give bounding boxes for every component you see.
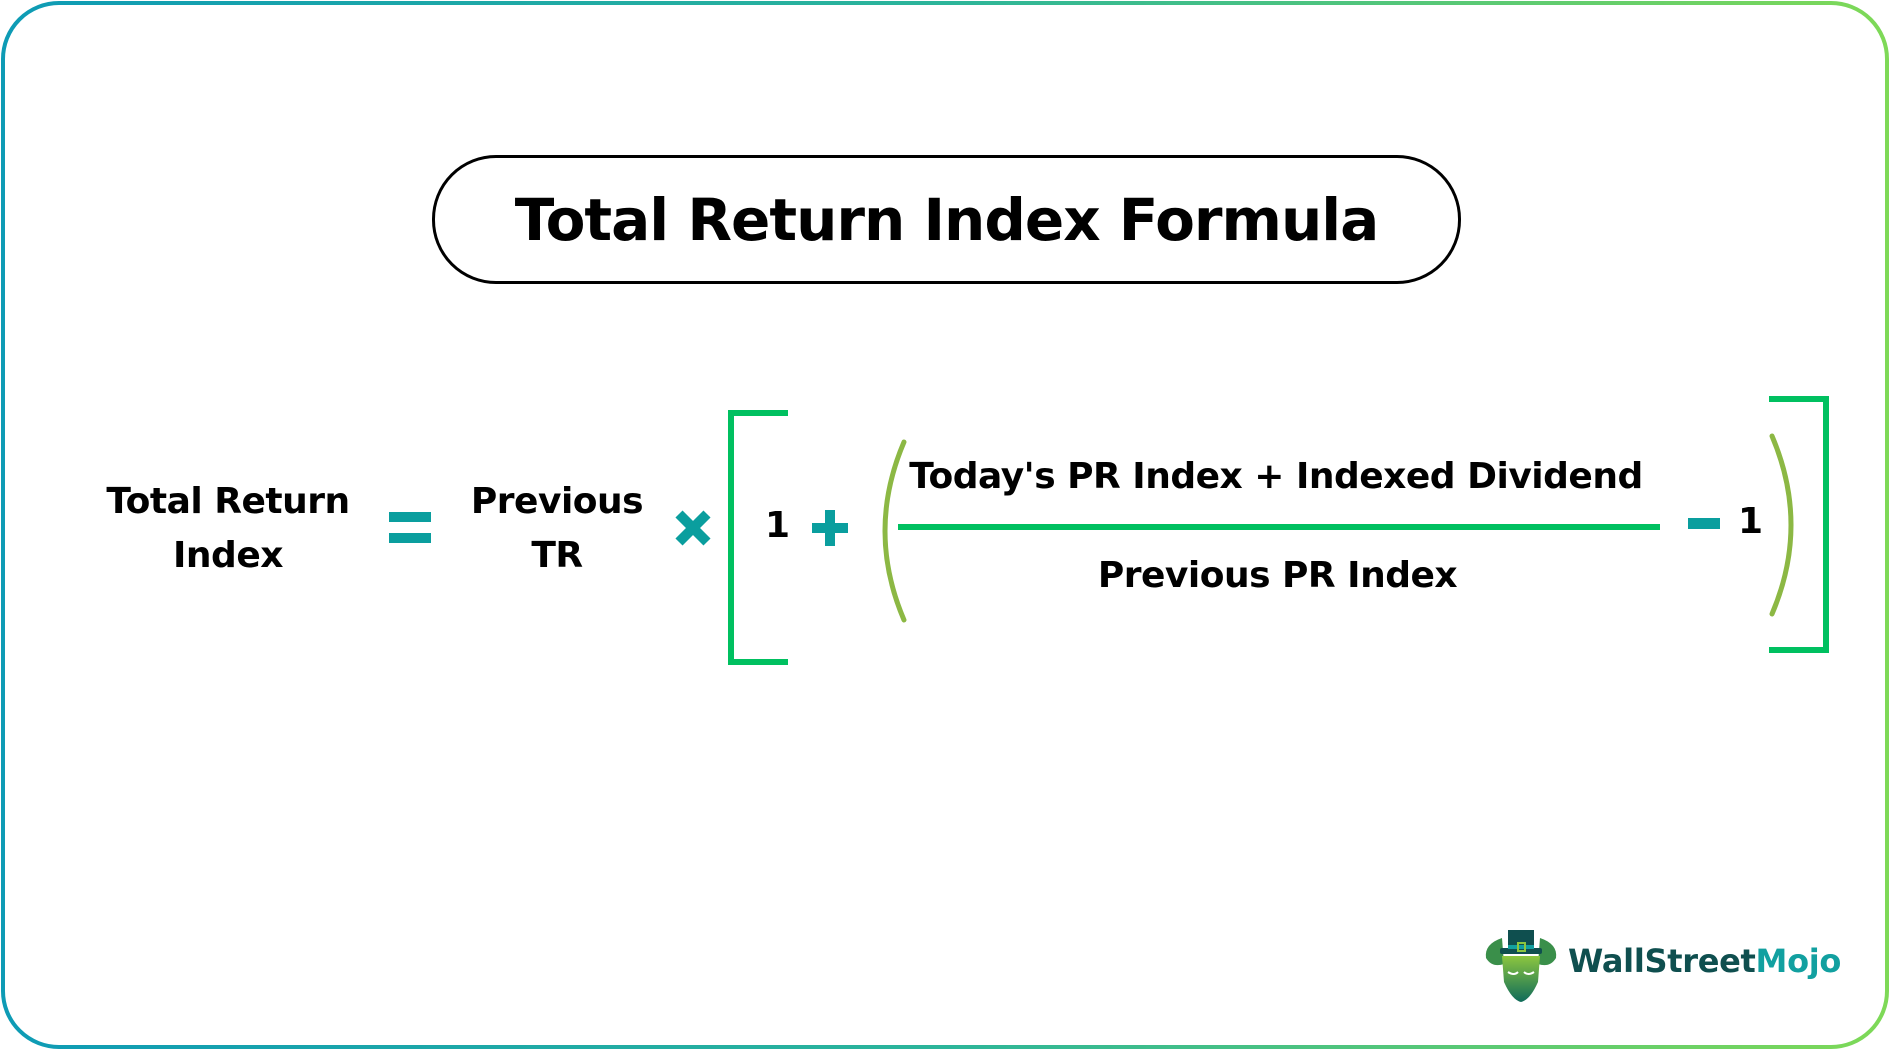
logo-part-mojo: Mojo <box>1755 942 1842 980</box>
lhs-line1: Total Return <box>106 481 350 522</box>
minus-icon <box>1688 518 1720 529</box>
title-pill: Total Return Index Formula <box>432 155 1461 284</box>
multiply-icon <box>675 510 711 546</box>
left-bracket-icon <box>728 410 788 665</box>
right-bracket-icon <box>1769 396 1829 653</box>
lhs-term: Total Return Index <box>93 475 363 583</box>
logo-wordmark: WallStreetMojo <box>1568 942 1841 980</box>
constant-one: 1 <box>765 505 790 546</box>
previous-tr-line2: TR <box>531 535 583 576</box>
denominator: Previous PR Index <box>1097 555 1458 596</box>
plus-icon <box>812 510 848 546</box>
lhs-line2: Index <box>173 535 283 576</box>
left-paren-icon <box>882 439 907 623</box>
logo-part-wallstreet: WallStreet <box>1568 942 1756 980</box>
numerator: Today's PR Index + Indexed Dividend <box>909 456 1643 497</box>
equals-icon <box>389 512 431 543</box>
previous-tr-term: Previous TR <box>457 475 657 583</box>
bull-with-top-hat-icon <box>1485 930 1557 1002</box>
page-title: Total Return Index Formula <box>514 185 1380 254</box>
constant-one-subtracted: 1 <box>1738 501 1763 542</box>
fraction-bar <box>898 524 1660 530</box>
previous-tr-line1: Previous <box>470 481 644 522</box>
right-paren-icon <box>1769 433 1794 617</box>
